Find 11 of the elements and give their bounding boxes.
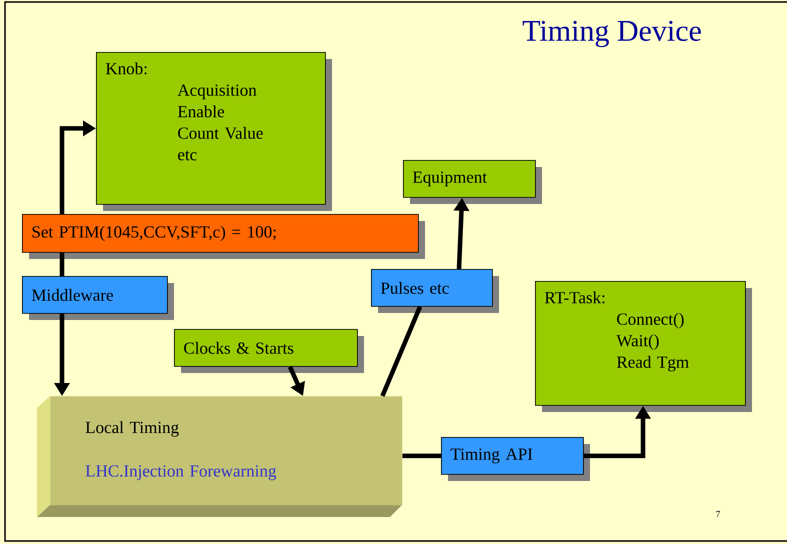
page-number: 7 xyxy=(716,511,720,517)
middleware-box: Middleware xyxy=(22,276,174,320)
slide-title: Timing Device xyxy=(522,20,701,48)
command-box: Set PTIM(1045,CCV,SFT,c) = 100; xyxy=(22,214,425,259)
clocks-box: Clocks & Starts xyxy=(174,329,364,373)
knob-box: Knob: Acquisition Enable Count Value etc xyxy=(96,52,332,211)
task-box: RT-Task: Connect() Wait() Read Tgm xyxy=(535,281,752,412)
equipment-box: Equipment xyxy=(403,160,542,204)
pulses-box: Pulses etc xyxy=(371,269,499,313)
api-box: Timing API xyxy=(441,437,590,481)
local-timing-block: Local Timing LHC.Injection Forewarning xyxy=(37,396,402,517)
